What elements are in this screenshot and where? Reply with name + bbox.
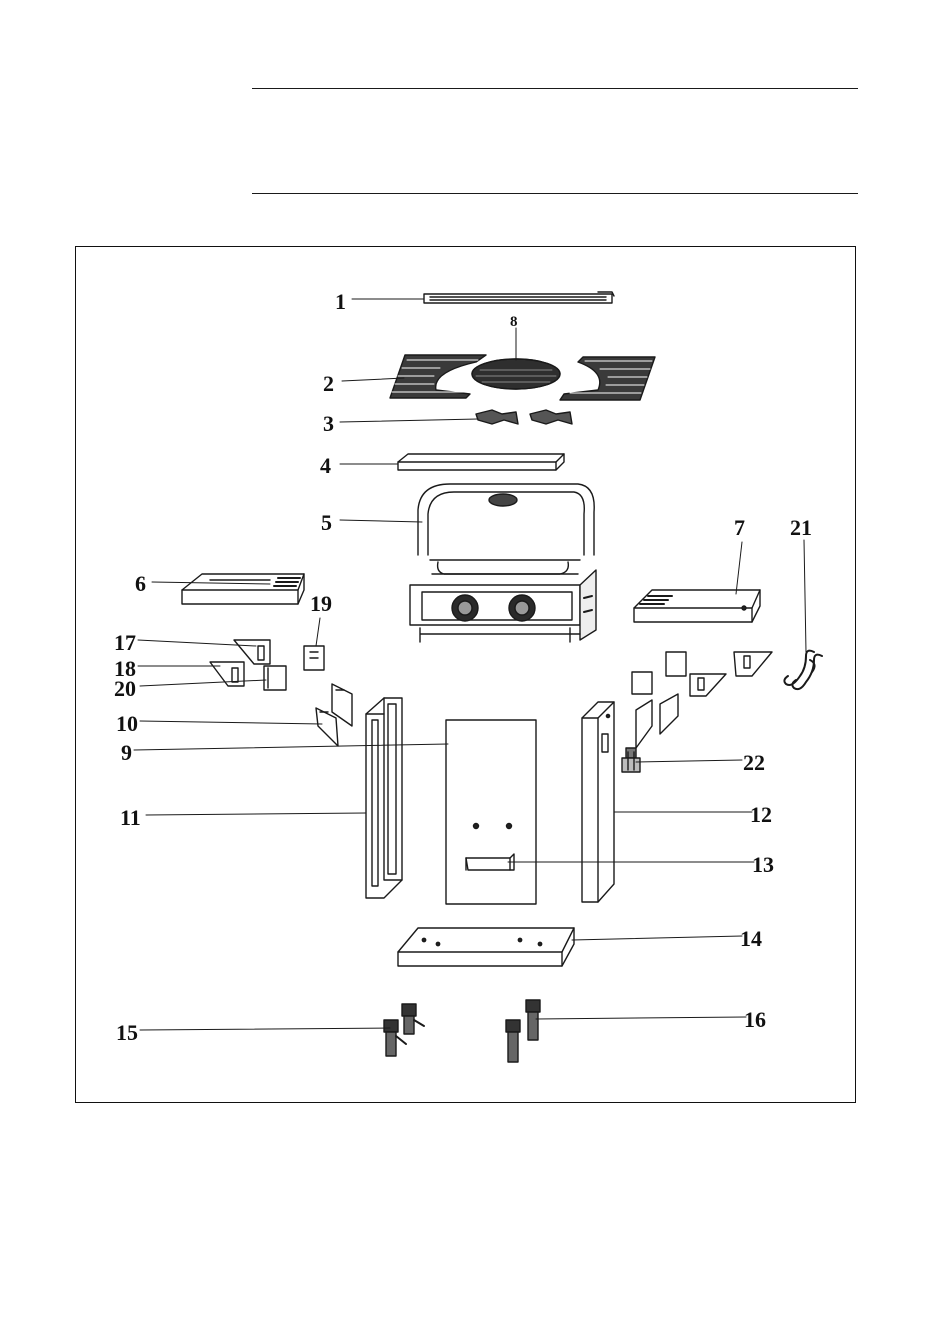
part-panel-bracket xyxy=(466,854,514,870)
callout-8: 8 xyxy=(510,314,518,330)
part-flame-tamers xyxy=(476,410,572,424)
part-back-panel xyxy=(446,720,536,904)
callout-11: 11 xyxy=(120,805,141,830)
callout-6: 6 xyxy=(135,571,146,596)
part-right-side-shelf xyxy=(634,590,760,622)
callout-9: 9 xyxy=(121,740,132,765)
callout-17: 17 xyxy=(114,630,136,655)
part-warming-rack xyxy=(424,292,614,303)
callout-2: 2 xyxy=(323,371,334,396)
callout-20: 20 xyxy=(114,676,136,701)
callout-3: 3 xyxy=(323,411,334,436)
part-casters xyxy=(506,1000,540,1062)
callout-10: 10 xyxy=(116,711,138,736)
part-left-frame xyxy=(366,698,402,898)
callout-4: 4 xyxy=(320,453,331,478)
part-left-brackets xyxy=(210,640,324,690)
part-right-frame xyxy=(582,702,614,902)
callout-5: 5 xyxy=(321,510,332,535)
callout-13: 13 xyxy=(752,852,774,877)
part-s-hooks xyxy=(784,651,822,689)
callout-7: 7 xyxy=(734,515,745,540)
part-grill-head xyxy=(410,484,596,642)
part-left-side-shelf xyxy=(182,574,304,604)
callout-12: 12 xyxy=(750,802,772,827)
part-tray xyxy=(398,454,564,470)
callout-labels: 1 2 3 4 5 6 7 8 9 10 11 12 13 14 15 16 1… xyxy=(114,289,812,1045)
part-valve xyxy=(622,748,640,772)
callout-1: 1 xyxy=(335,289,346,314)
part-corner-brackets-left xyxy=(316,684,352,746)
part-bottom-shelf xyxy=(398,928,574,966)
callout-22: 22 xyxy=(743,750,765,775)
part-casters-locking xyxy=(384,1004,424,1056)
callout-14: 14 xyxy=(740,926,762,951)
callout-15: 15 xyxy=(116,1020,138,1045)
callout-16: 16 xyxy=(744,1007,766,1032)
callout-21: 21 xyxy=(790,515,812,540)
callout-19: 19 xyxy=(310,591,332,616)
part-round-grid-insert xyxy=(472,359,560,389)
leader-lines xyxy=(134,299,806,1030)
part-right-brackets xyxy=(632,652,772,748)
